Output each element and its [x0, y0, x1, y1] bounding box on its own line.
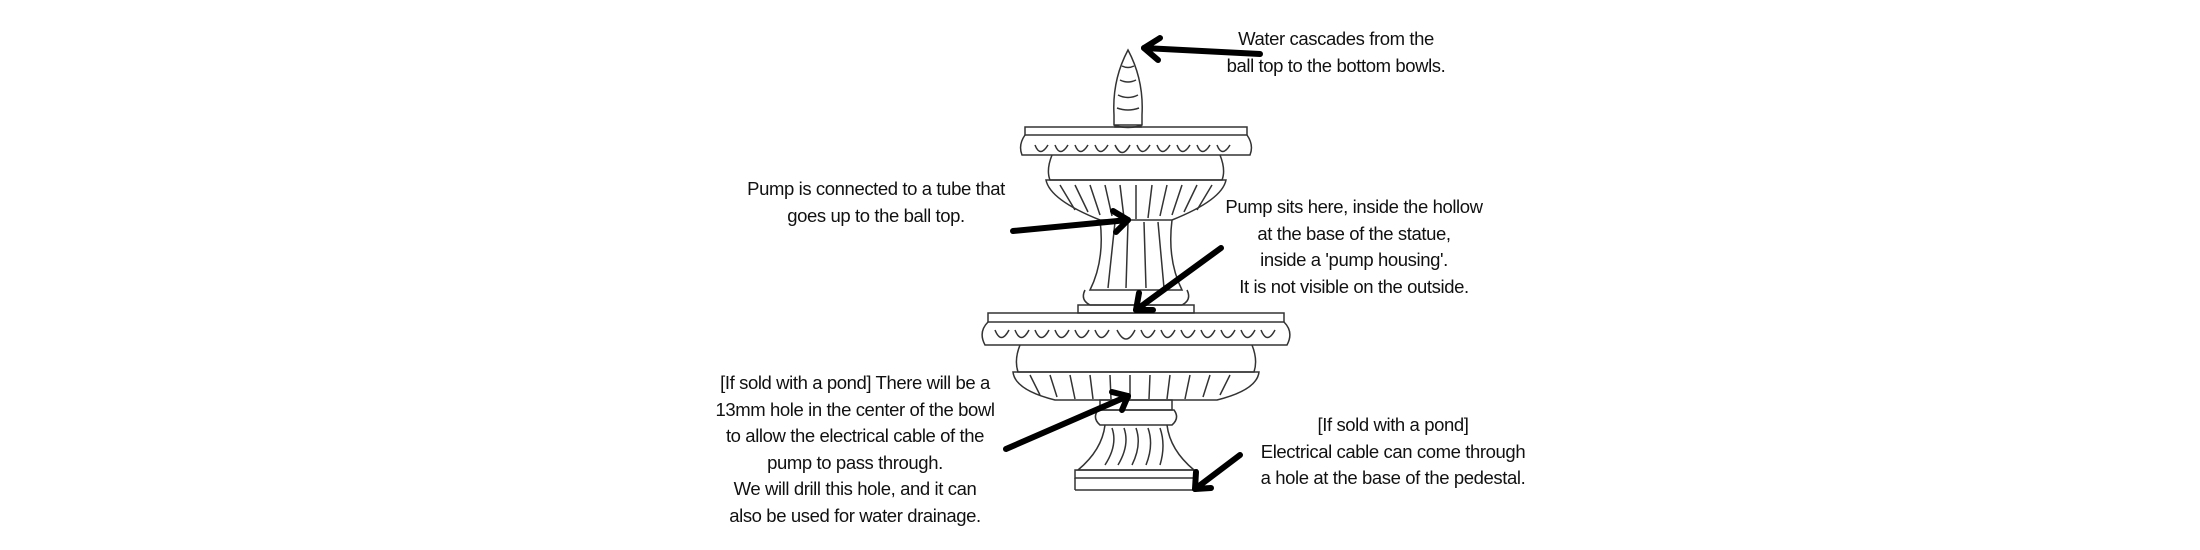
annotation-line: [If sold with a pond] There will be a — [720, 372, 990, 393]
annotation-line: Pump sits here, inside the hollow — [1225, 196, 1483, 217]
annotation-line: inside a 'pump housing'. — [1260, 249, 1448, 270]
arrow-to-ball-top — [1141, 35, 1263, 63]
arrow-to-tube — [1010, 208, 1131, 235]
annotation-line: goes up to the ball top. — [787, 204, 965, 226]
annotation-line: at the base of the statue, — [1257, 222, 1451, 244]
annotation-line: Electrical cable can come through — [1260, 440, 1526, 462]
annotation-pump-tube: Pump is connected to a tube that goes up… — [747, 176, 1005, 229]
arrow-to-bowl-hole — [1003, 389, 1131, 452]
annotation-line: It is not visible on the outside. — [1239, 275, 1469, 297]
annotation-line: 13mm hole in the center of the bowl — [715, 398, 995, 420]
arrow-to-pedestal-base — [1192, 452, 1243, 492]
annotation-line: ball top to the bottom bowls. — [1226, 54, 1446, 76]
ball-top-finial — [1113, 48, 1143, 129]
annotation-line: We will drill this hole, and it can — [733, 478, 977, 499]
upper-bowl — [1019, 126, 1253, 221]
annotation-electrical-cable: [If sold with a pond] Electrical cable c… — [1261, 412, 1526, 492]
annotation-bowl-hole: [If sold with a pond] There will be a 13… — [715, 370, 994, 529]
annotation-line: Pump is connected to a tube that — [747, 178, 1005, 199]
annotation-line: also be used for water drainage. — [729, 504, 981, 526]
annotation-water-cascade: Water cascades from the ball top to the … — [1227, 26, 1446, 79]
annotation-line: a hole at the base of the pedestal. — [1260, 467, 1526, 488]
annotation-pump-location: Pump sits here, inside the hollow at the… — [1225, 194, 1483, 300]
annotation-line: [If sold with a pond] — [1317, 414, 1469, 435]
lower-bowl — [981, 312, 1291, 401]
annotation-line: Water cascades from the — [1238, 28, 1434, 49]
annotation-line: pump to pass through. — [767, 451, 943, 473]
annotation-line: to allow the electrical cable of the — [725, 425, 985, 446]
arrow-to-pump — [1133, 245, 1224, 313]
